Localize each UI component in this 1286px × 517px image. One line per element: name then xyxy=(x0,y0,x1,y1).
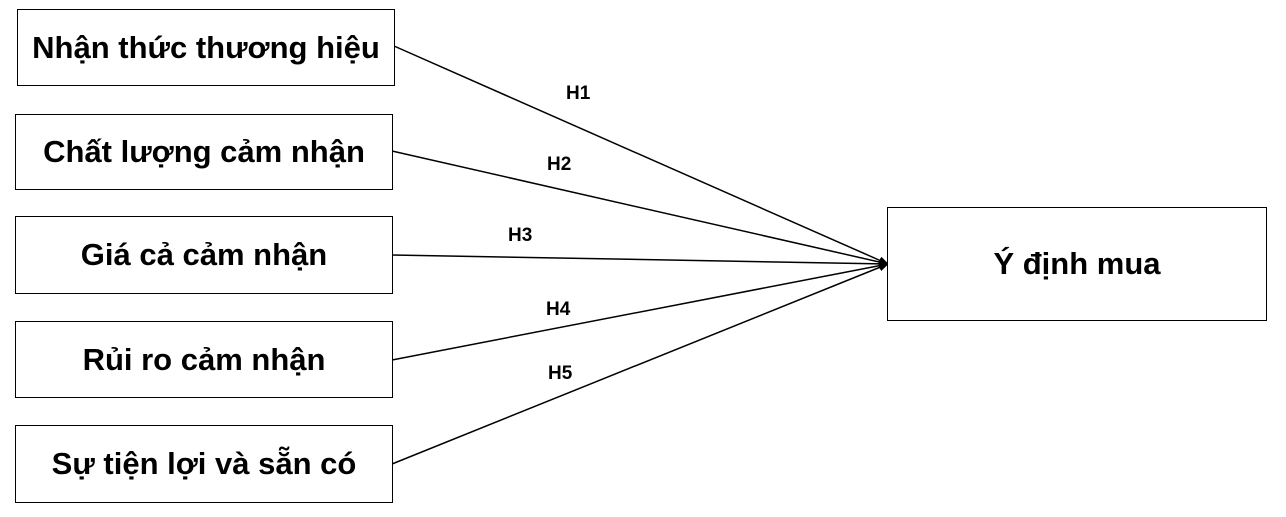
factor-box-perceived-quality: Chất lượng cảm nhận xyxy=(15,114,393,190)
arrow-h1 xyxy=(393,45,889,265)
factor-label: Rủi ro cảm nhận xyxy=(82,341,326,377)
factor-label: Nhận thức thương hiệu xyxy=(32,29,380,65)
factor-label: Sự tiện lợi và sẵn có xyxy=(51,446,357,481)
factor-label: Chất lượng cảm nhận xyxy=(43,134,365,169)
arrow-h4 xyxy=(391,261,889,361)
hypothesis-label-h2: H2 xyxy=(547,154,572,175)
factor-box-perceived-risk: Rủi ro cảm nhận xyxy=(15,321,393,398)
hypothesis-label-h4: H4 xyxy=(546,299,571,320)
hypothesis-label-h1: H1 xyxy=(566,83,591,104)
arrow-h5 xyxy=(391,263,889,465)
outcome-box-purchase-intention: Ý định mua xyxy=(887,207,1267,321)
arrow-h3 xyxy=(391,254,889,268)
factor-box-brand-awareness: Nhận thức thương hiệu xyxy=(17,9,395,86)
arrow-h2 xyxy=(391,150,889,266)
factor-box-convenience-availability: Sự tiện lợi và sẵn có xyxy=(15,425,393,503)
hypothesis-label-h5: H5 xyxy=(548,363,573,384)
factor-label: Giá cả cảm nhận xyxy=(80,237,328,272)
factor-box-perceived-price: Giá cả cảm nhận xyxy=(15,216,393,294)
hypothesis-label-h3: H3 xyxy=(508,225,533,246)
outcome-label: Ý định mua xyxy=(993,246,1161,281)
